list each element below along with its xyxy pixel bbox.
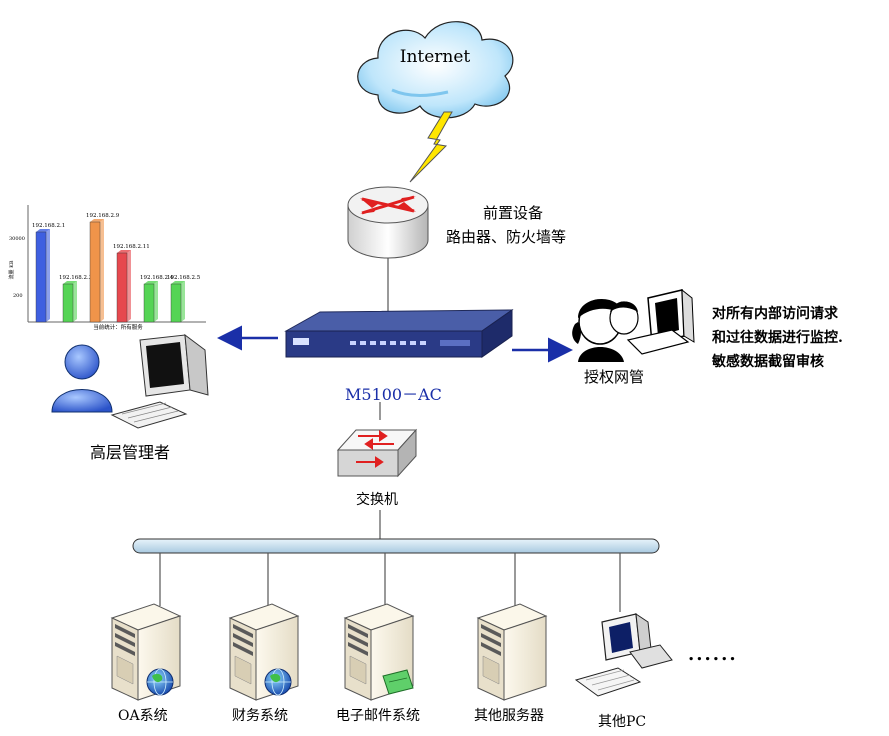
admin-desc-line3: 敏感数据截留审核 bbox=[711, 353, 824, 370]
chart-bar-top bbox=[36, 229, 50, 232]
router-icon bbox=[347, 186, 429, 259]
internet-label: Internet bbox=[400, 47, 471, 67]
chart-bar-label: 192.168.2.9 bbox=[86, 213, 120, 219]
globe-icon bbox=[146, 668, 174, 696]
chart-bar-side bbox=[127, 250, 131, 322]
network-bus bbox=[132, 538, 660, 554]
chart-bar-side bbox=[181, 281, 185, 322]
server-label: 电子邮件系统 bbox=[336, 708, 420, 724]
other-pc-icon bbox=[574, 612, 673, 697]
chart-bar-top bbox=[171, 281, 185, 284]
server-label: 财务系统 bbox=[232, 708, 288, 724]
chart-bar-top bbox=[117, 250, 131, 253]
chart-bar-side bbox=[154, 281, 158, 322]
admin-desc-line1: 对所有内部访问请求 bbox=[712, 305, 839, 322]
chart-bar bbox=[170, 283, 182, 323]
manager-person-icon bbox=[51, 344, 113, 413]
server-label: OA系统 bbox=[118, 708, 168, 724]
manager-computer-icon bbox=[110, 333, 209, 429]
admin-label: 授权网管 bbox=[584, 368, 644, 386]
m5100-appliance-icon bbox=[284, 309, 514, 358]
chart-bar-label: 192.168.2.1 bbox=[32, 223, 65, 229]
admin-computer-icon bbox=[626, 288, 695, 355]
internet-cloud-icon bbox=[357, 21, 514, 119]
chart-ytick: 200 bbox=[13, 293, 23, 299]
chart-bar-top bbox=[63, 281, 77, 284]
chart-bar bbox=[62, 283, 74, 323]
email-card-icon bbox=[382, 669, 414, 695]
admin-person-icon bbox=[572, 298, 639, 362]
server-label: 其他服务器 bbox=[474, 708, 544, 724]
chart-bar-label: 192.168.2.5 bbox=[167, 275, 201, 281]
router-label-line2: 路由器、防火墙等 bbox=[446, 228, 566, 246]
lightning-icon bbox=[409, 111, 453, 183]
bus-drops bbox=[159, 553, 621, 612]
chart-bar bbox=[116, 252, 128, 323]
chart-bar-side bbox=[46, 229, 50, 322]
traffic-bar-chart: 192.168.2.1 192.168.2.3 192.168.2.9 192.168… bbox=[8, 205, 206, 331]
globe-icon bbox=[264, 668, 292, 696]
chart-bar-top bbox=[144, 281, 158, 284]
switch-icon bbox=[336, 428, 418, 478]
chart-bar-side bbox=[73, 281, 77, 322]
chart-bar bbox=[35, 231, 47, 323]
admin-desc-line2: 和过往数据进行监控. bbox=[712, 329, 843, 346]
chart-bar bbox=[143, 283, 155, 323]
manager-label: 高层管理者 bbox=[90, 443, 170, 462]
chart-ylabel: 流量 KB bbox=[8, 260, 15, 279]
chart-bar-label: 192.168.2.4 bbox=[140, 275, 174, 281]
server-label: 其他PC bbox=[598, 714, 646, 730]
chart-bar-label: 192.168.2.11 bbox=[113, 244, 150, 250]
chart-bar-side bbox=[100, 219, 104, 322]
router-label-line1: 前置设备 bbox=[483, 204, 543, 222]
chart-bar-label: 192.168.2.3 bbox=[59, 275, 93, 281]
chart-bar-top bbox=[90, 219, 104, 222]
switch-label: 交换机 bbox=[356, 491, 398, 508]
chart-ytick: 30000 bbox=[9, 236, 25, 242]
chart-xlabel: 当前统计：所有服务 bbox=[93, 323, 143, 331]
device-label: M5100－AC bbox=[345, 385, 442, 404]
ellipsis: ...... bbox=[688, 644, 738, 665]
chart-bar bbox=[89, 221, 101, 323]
server-icon bbox=[476, 603, 548, 701]
